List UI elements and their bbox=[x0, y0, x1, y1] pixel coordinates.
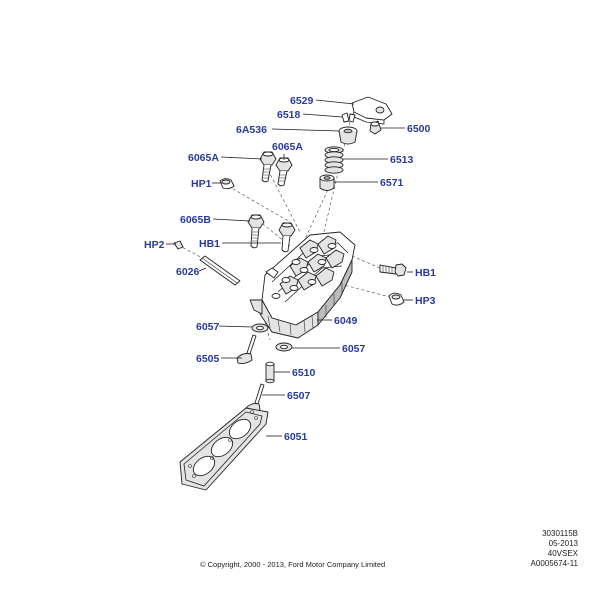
callout-6026: 6026 bbox=[176, 266, 200, 278]
part-hp2-pin bbox=[173, 240, 184, 250]
callout-hb1-right: HB1 bbox=[415, 267, 436, 279]
part-6065a-bolt-right bbox=[275, 157, 293, 187]
part-6026-rod bbox=[199, 255, 241, 286]
callout-6505: 6505 bbox=[196, 353, 220, 365]
callout-6065a-right: 6065A bbox=[272, 141, 303, 153]
leader-lines bbox=[166, 99, 413, 437]
callout-6057-right: 6057 bbox=[342, 343, 366, 355]
callout-6510: 6510 bbox=[292, 367, 316, 379]
reference-date: 05-2013 bbox=[548, 539, 578, 548]
part-6518-valve-keys bbox=[341, 112, 356, 123]
part-6a536-spring-retainer bbox=[338, 126, 358, 145]
callout-6a536: 6A536 bbox=[236, 124, 267, 136]
part-6057-seal-right bbox=[275, 342, 293, 352]
callout-6571: 6571 bbox=[380, 177, 404, 189]
callout-6529: 6529 bbox=[290, 95, 314, 107]
part-6057-seal-left bbox=[251, 323, 269, 333]
copyright-notice: © Copyright, 2000 - 2013, Ford Motor Com… bbox=[200, 560, 386, 569]
callout-6057-left: 6057 bbox=[196, 321, 220, 333]
part-6513-valve-spring bbox=[324, 146, 344, 174]
callout-6518: 6518 bbox=[277, 109, 301, 121]
callout-hb1-left: HB1 bbox=[199, 238, 220, 250]
part-6505-intake-valve bbox=[236, 334, 257, 365]
part-hp3-plug bbox=[388, 292, 405, 306]
callout-labels: 6529 6518 6A536 6500 6065A 6065A 6513 HP… bbox=[144, 95, 436, 443]
reference-code: 3030115B bbox=[542, 529, 578, 538]
callout-hp3: HP3 bbox=[415, 295, 436, 307]
callout-6513: 6513 bbox=[390, 154, 414, 166]
reference-model: 40VSEX bbox=[547, 549, 578, 558]
reference-id: A0005674-11 bbox=[530, 559, 578, 568]
part-6065a-bolt-left bbox=[259, 151, 277, 183]
part-6049-cylinder-head bbox=[249, 231, 356, 339]
part-hp1-plug bbox=[219, 178, 235, 190]
callout-6065b: 6065B bbox=[180, 214, 211, 226]
callout-6051: 6051 bbox=[284, 431, 308, 443]
callout-6049: 6049 bbox=[334, 315, 358, 327]
part-6571-stem-seal bbox=[319, 174, 335, 191]
part-6510-valve-guide bbox=[265, 361, 275, 384]
part-6500-tappet bbox=[369, 120, 382, 135]
part-6529-rocker-arm bbox=[351, 96, 393, 125]
callout-hp1: HP1 bbox=[191, 178, 212, 190]
callout-6507: 6507 bbox=[287, 390, 311, 402]
part-6051-head-gasket bbox=[179, 407, 269, 491]
callout-6065a-left: 6065A bbox=[188, 152, 219, 164]
callout-hp2: HP2 bbox=[144, 239, 165, 251]
part-hb1-bolt-right bbox=[379, 263, 407, 277]
callout-6500: 6500 bbox=[407, 123, 431, 135]
part-hb1-bolt-left bbox=[278, 222, 296, 253]
diagram-reference-block: 3030115B 05-2013 40VSEX A0005674-11 bbox=[531, 529, 578, 569]
